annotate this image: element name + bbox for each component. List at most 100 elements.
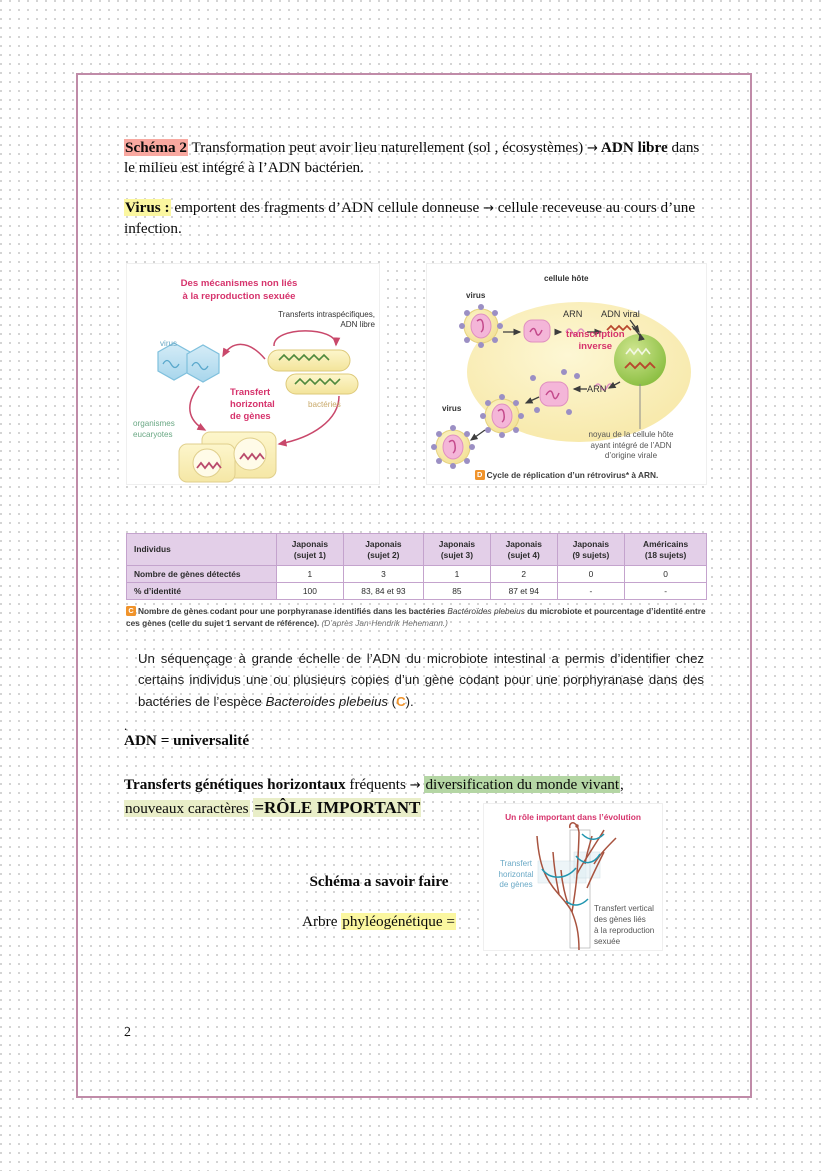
figure-tree-horizontal-line2: horizontal bbox=[498, 869, 534, 879]
table-header-cell: Américains (18 sujets) bbox=[624, 533, 707, 566]
virus-arrow: → bbox=[483, 201, 494, 217]
figure-right-caption-text: Cycle de réplication d’un rétrovirus* à … bbox=[486, 470, 659, 480]
table-header-cell: Japonais (sujet 3) bbox=[423, 533, 491, 566]
printed-part2: ( bbox=[388, 693, 397, 709]
table-corner-header: Individus bbox=[126, 533, 277, 566]
transferts-text1: fréquents bbox=[345, 776, 410, 794]
lower-notes-block: . ADN = universalité Transferts génétiqu… bbox=[124, 718, 707, 833]
transferts-highlight-green: diversification du monde vivant bbox=[424, 776, 621, 794]
figure-right-label-noyau: noyau de la cellule hôte ayant intégré d… bbox=[558, 430, 704, 462]
table-cell: 3 bbox=[342, 565, 425, 583]
table-cell: - bbox=[556, 582, 626, 600]
schema2-text1: Transformation peut avoir lieu naturelle… bbox=[188, 139, 588, 156]
stray-dot-mark: . bbox=[124, 718, 128, 733]
virus-highlight: Virus : bbox=[124, 199, 171, 217]
table-cell: 2 bbox=[489, 565, 558, 583]
table-header-row: Individus Japonais (sujet 1) Japonais (s… bbox=[126, 533, 707, 566]
schema2-arrow: → bbox=[587, 141, 598, 156]
figure-right-label-virus-bottom: virus bbox=[442, 404, 462, 413]
figure-left-title-line2: à la reproduction sexuée bbox=[182, 290, 296, 302]
document-content: Schéma 2 Transformation peut avoir lieu … bbox=[124, 138, 707, 951]
table-header-line1: Japonais bbox=[438, 539, 476, 549]
figure-tree-vertical-line4: sexuée bbox=[594, 936, 621, 946]
figure-left-label-bacteries: bactéries bbox=[308, 400, 341, 409]
note-schema2: Schéma 2 Transformation peut avoir lieu … bbox=[124, 138, 707, 178]
figure-retrovirus-cycle: cellule hôte virus virus ARN ADN viral t… bbox=[426, 263, 707, 485]
note-schema-savoir-faire: Schéma a savoir faire bbox=[309, 873, 449, 890]
table-header-line2: (sujet 2) bbox=[367, 549, 400, 560]
transferts-highlight-cream: nouveaux caractères bbox=[124, 800, 250, 818]
table-header-line2: (sujet 4) bbox=[507, 549, 540, 560]
table-header-cell: Japonais (sujet 4) bbox=[489, 533, 558, 566]
virus-text1: emportent des fragments d’ADN cellule do… bbox=[170, 199, 484, 217]
figure-tree-label-horizontal: Transfert horizontal de gènes bbox=[492, 859, 540, 891]
figure-horizontal-gene-transfer: Des mécanismes non liés à la reproductio… bbox=[126, 263, 380, 485]
figure-tree-vertical-line3: à la reproduction bbox=[594, 925, 655, 935]
table-header-line2: (sujet 1) bbox=[293, 549, 326, 560]
table-cell: 85 bbox=[423, 582, 491, 600]
figure-tree-horizontal-line3: de gènes bbox=[499, 880, 533, 890]
figure-right-caption-badge: D bbox=[474, 470, 485, 480]
printed-part3: ). bbox=[405, 693, 414, 709]
schema2-bold1: ADN libre bbox=[597, 139, 668, 156]
porphyranase-table-block: Individus Japonais (sujet 1) Japonais (s… bbox=[126, 533, 707, 629]
figure-right-label-arn-bottom: ARN bbox=[587, 384, 607, 394]
printed-badge-c: C bbox=[396, 693, 406, 709]
table-header-line2: (18 sujets) bbox=[644, 549, 687, 560]
table-cell: 1 bbox=[276, 565, 344, 583]
table-header-cell: Japonais (sujet 2) bbox=[342, 533, 425, 566]
figure-left-transfert-line2: horizontal bbox=[230, 398, 275, 410]
printed-part1: Un séquençage à grande échelle de l’ADN … bbox=[138, 651, 704, 709]
figure-right-noyau-line1: noyau de la cellule hôte bbox=[588, 430, 674, 439]
figure-tree-vertical-line2: des gènes liés bbox=[594, 914, 646, 924]
table-row: % d’identité 100 83, 84 et 93 85 87 et 9… bbox=[126, 582, 707, 600]
table-cell: 83, 84 et 93 bbox=[342, 582, 425, 600]
table-cell: 87 et 94 bbox=[489, 582, 558, 600]
table-cell: 100 bbox=[276, 582, 344, 600]
figure-left-label-transferts: Transferts intraspécifiques, ADN libre bbox=[245, 310, 375, 330]
printed-italic-species: Bacteroides plebeius bbox=[265, 693, 388, 709]
page-number: 2 bbox=[124, 1025, 131, 1040]
transferts-comma: , bbox=[620, 776, 624, 794]
table-row: Nombre de gènes détectés 1 3 1 2 0 0 bbox=[126, 565, 707, 583]
table-cell: 0 bbox=[556, 565, 626, 583]
figure-right-label-transcription-inverse: transcription inverse bbox=[566, 329, 625, 353]
figure-right-noyau-line2: ayant intégré de l’ADN bbox=[590, 440, 672, 450]
figure-tree-title: Un rôle important dans l’évolution bbox=[505, 812, 641, 822]
table-cell: 1 bbox=[423, 565, 491, 583]
figure-left-label-virus: virus bbox=[160, 339, 178, 348]
table-caption-badge: C bbox=[126, 606, 136, 616]
table-header-line1: Japonais bbox=[365, 539, 402, 549]
table-header-line1: Américains bbox=[643, 539, 689, 549]
figure-left-transferts-line1: Transferts intraspécifiques, bbox=[278, 310, 375, 319]
table-header-line2: (sujet 3) bbox=[440, 549, 473, 560]
table-row-label: Nombre de gènes détectés bbox=[126, 565, 277, 583]
schema2-highlight: Schéma 2 bbox=[124, 139, 189, 156]
figure-right-label-virus-top: virus bbox=[466, 291, 486, 300]
figure-left-transfert-line3: de gènes bbox=[230, 410, 271, 422]
figure-left-label-eucaryotes: organismes eucaryotes bbox=[133, 419, 175, 440]
table-header-line1: Japonais bbox=[291, 539, 329, 549]
table-header-line2: (9 sujets) bbox=[572, 549, 610, 560]
table-header-cell: Japonais (9 sujets) bbox=[556, 533, 626, 566]
figures-row: Des mécanismes non liés à la reproductio… bbox=[124, 263, 707, 485]
figure-right-transcription-line1: transcription bbox=[566, 329, 625, 340]
note-transferts-horizontaux: Transferts génétiques horizontaux fréque… bbox=[124, 775, 707, 820]
virus-text2: cellule receveuse au cours d’une infecti… bbox=[124, 199, 696, 237]
table-header-line1: Japonais bbox=[572, 539, 610, 549]
table-header-line1: Japonais bbox=[505, 539, 542, 549]
figure-right-label-arn-top: ARN bbox=[563, 309, 583, 319]
transferts-bold1: Transferts génétiques horizontaux bbox=[124, 776, 346, 794]
table-caption-source: (D’après Jan-Hendrik Hehemann.) bbox=[321, 618, 448, 629]
figure-phylogenetic-tree: Un rôle important dans l’évolution bbox=[483, 803, 663, 951]
figure-left-title: Des mécanismes non liés à la reproductio… bbox=[139, 278, 339, 303]
table-caption-part2: du microbiote et pourcentage d’identité … bbox=[126, 606, 706, 629]
transferts-bold2: =RÔLE IMPORTANT bbox=[253, 798, 422, 818]
figure-tree-graphic bbox=[536, 822, 617, 950]
table-cell: - bbox=[624, 582, 707, 600]
figure-left-transferts-line2: ADN libre bbox=[340, 320, 375, 330]
table-header-cell: Japonais (sujet 1) bbox=[276, 533, 344, 566]
table-caption-italic1: Bactéroïdes plebeius bbox=[447, 606, 525, 616]
